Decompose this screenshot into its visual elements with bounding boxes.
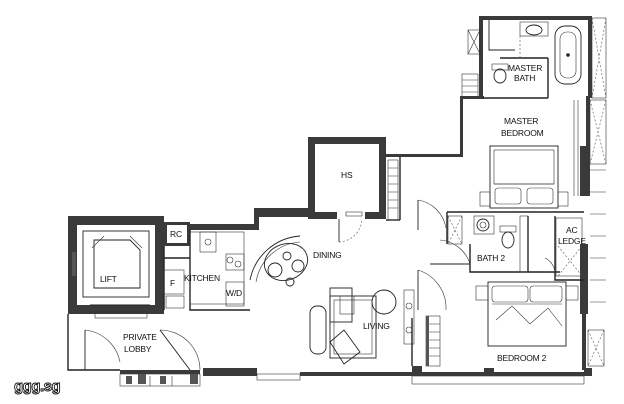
bedroom2-furniture: [425, 281, 579, 367]
label-lift: LIFT: [100, 274, 117, 284]
bath2-fixtures: [447, 215, 529, 273]
label-bath2: BATH 2: [477, 253, 505, 263]
master-bath-fixtures: [461, 21, 582, 99]
living-dining-furniture: [249, 235, 415, 365]
label-rc: RC: [170, 229, 182, 239]
kitchen-fixtures: [163, 231, 245, 309]
label-hs: HS: [341, 170, 353, 180]
label-master-bath-2: BATH: [514, 73, 535, 83]
master-bedroom-furniture: [479, 100, 579, 209]
label-ac-ledge: AC: [566, 225, 577, 235]
hs-details: [345, 159, 399, 221]
label-master-bedroom: MASTER: [504, 116, 538, 126]
label-bedroom2: BEDROOM 2: [497, 353, 547, 363]
label-master-bath: MASTER: [508, 63, 542, 73]
window-detail: [119, 17, 607, 387]
ac-ledge-details: [555, 217, 583, 277]
lift-details: [72, 230, 150, 298]
label-dining: DINING: [313, 250, 342, 260]
room-labels: MASTER BATH MASTER BEDROOM HS RC DINING …: [100, 63, 587, 363]
label-private-lobby: PRIVATE: [123, 332, 157, 342]
watermark: ggg.sg: [14, 378, 60, 395]
lobby-details: [126, 376, 166, 384]
label-f: F: [170, 278, 175, 288]
label-wd: W/D: [226, 288, 242, 298]
label-ac-ledge-2: LEDGE: [558, 236, 586, 246]
label-private-lobby-2: LOBBY: [124, 344, 152, 354]
label-kitchen: KITCHEN: [184, 273, 220, 283]
label-living: LIVING: [363, 321, 390, 331]
label-master-bedroom-2: BEDROOM: [501, 128, 544, 138]
doors: [84, 199, 556, 371]
